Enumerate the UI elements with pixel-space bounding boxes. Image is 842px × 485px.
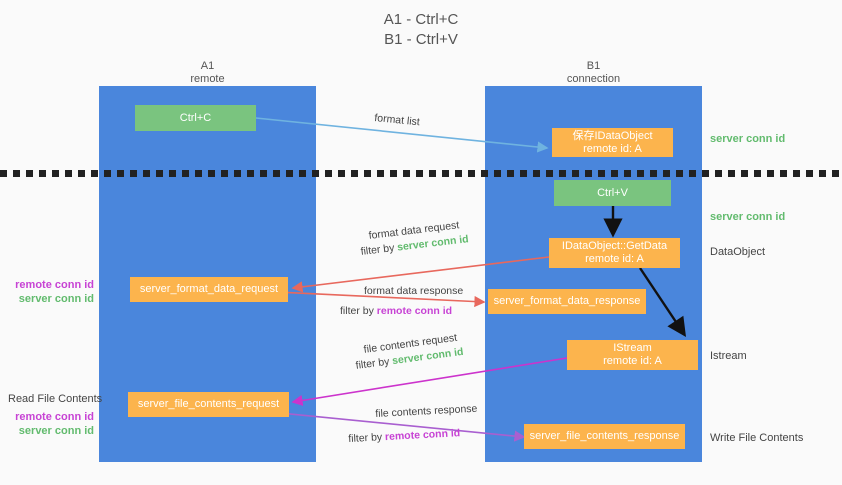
box-save-idataobject[interactable]: 保存IDataObject remote id: A [552, 128, 673, 157]
caption-fcresp-filter-key: remote conn id [384, 427, 461, 444]
column-b1-name: B1 [586, 60, 601, 72]
label-istream: Istream [710, 350, 747, 362]
box-server-file-contents-request-label: server_file_contents_request [137, 398, 280, 410]
label-server-conn-id-second: server conn id [710, 211, 786, 223]
caption-format-list: format list [373, 112, 421, 129]
label-dataobject: DataObject [710, 246, 766, 258]
column-header-a1: A1 remote [99, 60, 316, 86]
box-server-file-contents-request[interactable]: server_file_contents_request [128, 392, 289, 417]
label-read-file-contents: Read File Contents [8, 393, 103, 405]
caption-file-contents-response-filter: filter by remote conn id [348, 427, 461, 446]
box-server-format-data-response-label: server_format_data_response [493, 295, 641, 307]
box-ctrl-v[interactable]: Ctrl+V [554, 180, 671, 206]
box-save-idataobject-line1: 保存IDataObject [572, 129, 653, 142]
box-ctrl-c[interactable]: Ctrl+C [135, 105, 256, 131]
box-server-file-contents-response-label: server_file_contents_response [529, 430, 680, 442]
box-ctrl-c-label: Ctrl+C [179, 111, 212, 124]
label-server-conn-id-left-top: server conn id [18, 293, 94, 305]
box-server-format-data-response[interactable]: server_format_data_response [488, 289, 646, 314]
box-getdata[interactable]: IDataObject::GetData remote id: A [549, 238, 680, 268]
caption-fdresp-filter-prefix: filter by [340, 305, 377, 317]
box-ctrl-v-label: Ctrl+V [597, 186, 628, 199]
caption-fcreq-filter-prefix: filter by [355, 355, 394, 372]
label-remote-conn-id-bottom: remote conn id [15, 411, 94, 423]
divider-dashed-line [0, 170, 842, 177]
label-server-conn-id-top: server conn id [710, 133, 786, 145]
title-line-2: B1 - Ctrl+V [384, 31, 458, 48]
box-istream-line1: IStream [613, 342, 652, 354]
column-header-b1: B1 connection [485, 60, 702, 86]
box-server-format-data-request-label: server_format_data_request [139, 283, 279, 295]
caption-fdreq-filter-prefix: filter by [360, 241, 398, 258]
box-istream-line2: remote id: A [603, 355, 662, 367]
caption-file-contents-response: file contents response [375, 402, 478, 420]
box-istream[interactable]: IStream remote id: A [567, 340, 698, 370]
box-getdata-line2: remote id: A [585, 253, 644, 265]
caption-fdresp-filter-key: remote conn id [376, 305, 453, 317]
box-server-format-data-request[interactable]: server_format_data_request [130, 277, 288, 302]
box-getdata-line1: IDataObject::GetData [561, 240, 668, 252]
label-write-file-contents: Write File Contents [710, 432, 804, 444]
box-save-idataobject-line2: remote id: A [583, 142, 642, 155]
caption-fcresp-filter-prefix: filter by [348, 431, 386, 445]
caption-format-data-response: format data response [364, 285, 464, 297]
caption-format-data-response-filter: filter by remote conn id [340, 305, 452, 318]
title-line-1: A1 - Ctrl+C [383, 11, 459, 28]
column-b1-sub: connection [566, 73, 621, 85]
diagram-title: A1 - Ctrl+C B1 - Ctrl+V [0, 10, 842, 50]
label-server-conn-id-left-bottom: server conn id [18, 425, 94, 437]
label-group-conn-ids-bottom: remote conn id server conn id [12, 410, 94, 438]
label-remote-conn-id-top: remote conn id [15, 279, 94, 291]
box-server-file-contents-response[interactable]: server_file_contents_response [524, 424, 685, 449]
column-a1-name: A1 [200, 60, 215, 72]
label-group-conn-ids-top: remote conn id server conn id [12, 278, 94, 306]
column-a1-sub: remote [190, 73, 225, 85]
